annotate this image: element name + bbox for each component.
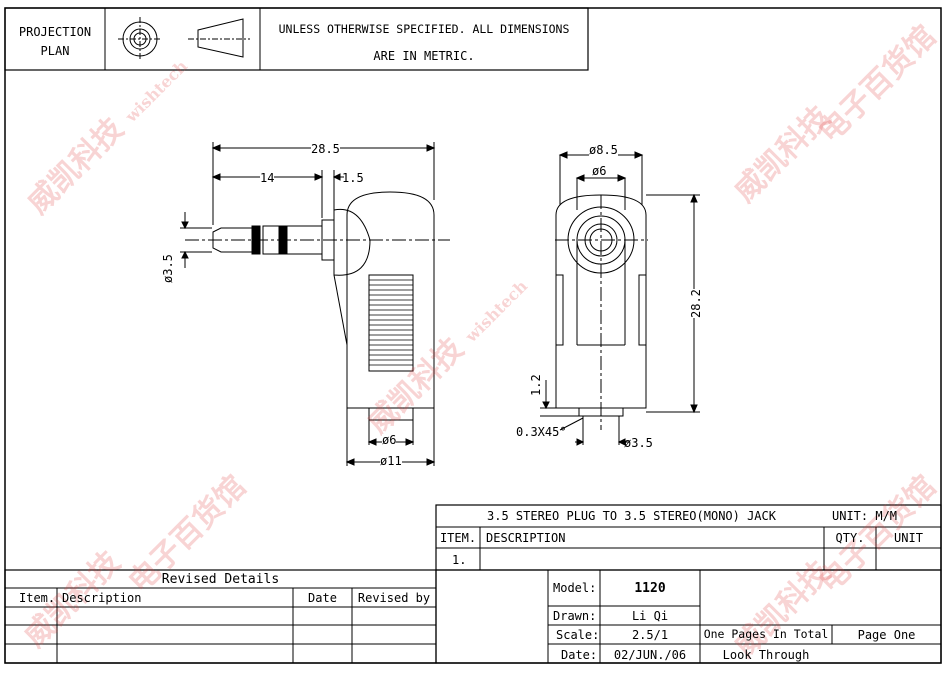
projection-symbol [118,17,250,61]
general-note-line2: ARE IN METRIC. [373,49,475,63]
header-block [4,7,589,71]
model-value: 1120 [634,581,666,596]
col-item-header: ITEM. [439,531,477,545]
scale-value: 2.5/1 [631,628,669,642]
model-label: Model: [553,581,597,595]
dim-plug-length: 14 [260,171,275,185]
rev-col-revised-by: Revised by [357,591,431,605]
side-view [180,142,450,466]
dim-inner-dia: ø6 [592,164,607,178]
rev-col-date: Date [308,591,337,605]
dim-height: 28.2 [689,289,703,318]
dim-overall-length: 28.5 [311,142,340,156]
drawing-title: 3.5 STEREO PLUG TO 3.5 STEREO(MONO) JACK [487,509,776,523]
page-number: Page One [857,628,916,642]
look-through: Look Through [722,648,810,662]
unit-label: UNIT: M/M [832,509,898,523]
drawing-frame [4,7,942,664]
col-description-header: DESCRIPTION [486,531,566,545]
dim-step: 1.2 [529,374,543,396]
col-qty-header: QTY. [835,531,865,545]
dim-bottom-inner: ø6 [382,433,397,447]
dim-bottom-outer: ø11 [380,454,402,468]
drawn-label: Drawn: [553,609,597,623]
date-value: 02/JUN./06 [613,648,687,662]
general-note-line1: UNLESS OTHERWISE SPECIFIED. ALL DIMENSIO… [278,22,570,36]
front-view [540,151,700,446]
row1-item: 1. [452,553,467,567]
dim-jack-dia: ø3.5 [624,436,653,450]
rev-col-item: Item. [19,591,56,605]
date-label: Date: [561,648,598,662]
scale-label: Scale: [556,628,600,642]
dim-plug-dia: ø3.5 [161,254,175,283]
drawn-value: Li Qi [631,609,669,623]
dim-outer-dia: ø8.5 [589,143,618,157]
knurl-grip [368,274,414,372]
rev-col-description: Description [62,591,142,605]
dim-chamfer: 0.3X45° [516,425,567,439]
info-block-lines [435,569,942,664]
col-unit-header: UNIT [894,531,923,545]
revision-title: Revised Details [161,572,280,587]
dim-flange: 1.5 [342,171,364,185]
pages-total: One Pages In Total [703,627,829,641]
plan-label: PLAN [40,44,70,58]
projection-label: PROJECTION [18,25,92,39]
